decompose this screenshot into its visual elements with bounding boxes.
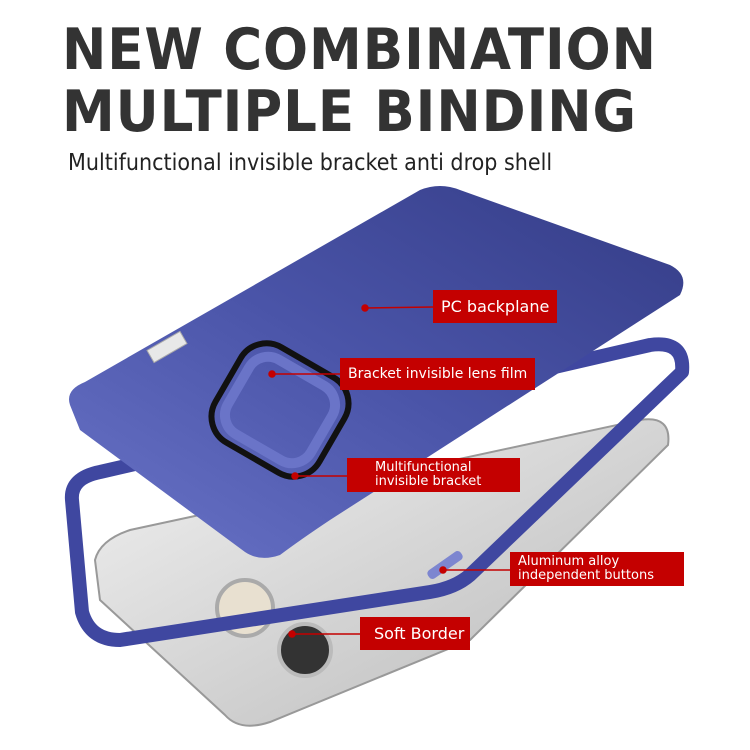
- label-text: independent buttons: [518, 568, 654, 583]
- bracket-hinge: [146, 330, 188, 364]
- headline-line-1: NEW COMBINATION: [62, 17, 657, 83]
- side-button: [427, 551, 463, 579]
- label-text: invisible bracket: [375, 474, 482, 489]
- label-text: Multifunctional: [375, 460, 472, 475]
- label-soft-border: Soft Border: [360, 617, 470, 650]
- label-lens-film: Bracket invisible lens film: [340, 358, 536, 390]
- phone-body: [93, 418, 670, 727]
- camera-lens: [277, 622, 333, 678]
- label-text: Aluminum alloy: [518, 554, 620, 569]
- subtitle: Multifunctional invisible bracket anti d…: [68, 150, 553, 176]
- label-text: PC backplane: [441, 297, 550, 316]
- multifunctional-bracket: [208, 340, 352, 480]
- label-text: Soft Border: [374, 624, 465, 643]
- soft-border-frame: [64, 337, 690, 647]
- label-pc-backplane: PC backplane: [433, 290, 558, 323]
- label-text: Bracket invisible lens film: [348, 365, 528, 382]
- leader-lines: [268, 304, 510, 638]
- headline-line-2: MULTIPLE BINDING: [62, 79, 637, 145]
